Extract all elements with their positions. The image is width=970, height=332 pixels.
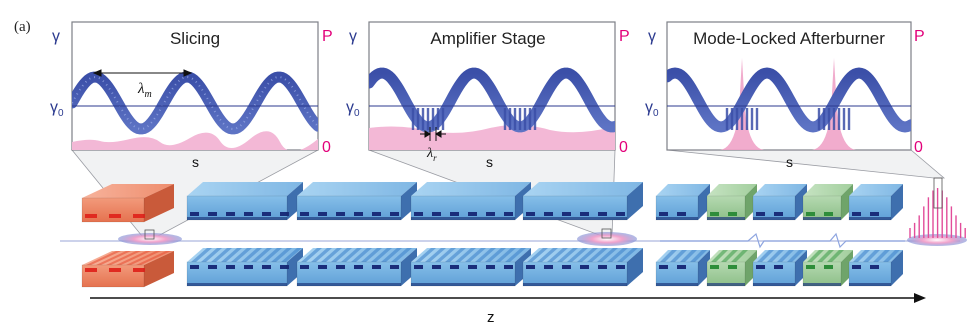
- chicane-block: [706, 184, 757, 221]
- electron-wave-amplifier: [369, 67, 615, 133]
- undulator-block: [186, 182, 303, 221]
- gamma-label-1: γ: [52, 28, 60, 45]
- undulator-block: [186, 248, 303, 287]
- gamma-label-2: γ: [349, 28, 357, 45]
- undulator-block: [296, 248, 417, 287]
- undulator-block: [655, 184, 710, 221]
- power-noise-slicing: [72, 131, 318, 150]
- modulator-block: [81, 184, 174, 223]
- radiation-path: [660, 232, 905, 249]
- electron-bunch-2: [577, 232, 637, 246]
- axis-labels: γ γ0 P 0 s γ γ0 P 0 s γ γ0 P 0 s: [50, 28, 925, 170]
- zoom-funnel-afterburner: [666, 149, 946, 179]
- lambda-r-label: λr: [426, 146, 437, 163]
- lambda-m-arrow: [92, 69, 193, 77]
- zero-label-2: 0: [619, 139, 628, 156]
- undulator-block: [522, 248, 643, 287]
- panel-title-amplifier: Amplifier Stage: [430, 29, 545, 48]
- electron-wave-afterburner: [667, 67, 911, 133]
- panel-title-afterburner: Mode-Locked Afterburner: [693, 29, 885, 48]
- power-label-3: P: [914, 28, 925, 45]
- beamline: [81, 182, 903, 288]
- undulator-block: [410, 248, 531, 287]
- undulator-block: [752, 184, 807, 221]
- panel-slicing: Slicing λm: [71, 21, 319, 151]
- s-label-2: s: [486, 154, 493, 170]
- s-label-3: s: [786, 154, 793, 170]
- bunch-zoom-box-3: [933, 177, 943, 209]
- gamma0-label-3: γ0: [645, 99, 659, 119]
- undulator-block: [752, 250, 807, 287]
- panel-amplifier-stage: Amplifier Stage λr: [368, 21, 616, 163]
- power-label-2: P: [619, 28, 630, 45]
- power-label-1: P: [322, 28, 333, 45]
- undulator-block: [296, 182, 417, 221]
- gamma0-label-2: γ0: [346, 99, 360, 119]
- panel-title-slicing: Slicing: [170, 29, 220, 48]
- bunch-zoom-box-2: [601, 228, 612, 239]
- zero-label-3: 0: [914, 139, 923, 156]
- microbunches-afterburner: [725, 108, 851, 130]
- undulator-block: [655, 250, 710, 287]
- undulator-block: [848, 184, 903, 221]
- bunch-zoom-box-1: [144, 229, 155, 240]
- undulator-block: [410, 182, 531, 221]
- undulator-block: [848, 250, 903, 287]
- chicane-block: [706, 250, 757, 287]
- z-axis: z: [90, 293, 926, 326]
- gamma-label-3: γ: [648, 28, 656, 45]
- chicane-block: [802, 184, 853, 221]
- output-pulse-train: [909, 188, 966, 238]
- lambda-m-label: λm: [137, 81, 152, 100]
- lambda-r-marker: [420, 127, 446, 141]
- z-axis-label: z: [487, 309, 495, 326]
- s-label-1: s: [192, 154, 199, 170]
- modulator-block: [81, 251, 174, 288]
- gamma0-label-1: γ0: [50, 99, 64, 119]
- panel-mode-locked-afterburner: Mode-Locked Afterburner: [666, 21, 912, 151]
- panel-label: (a): [14, 19, 31, 35]
- undulator-block: [522, 182, 643, 221]
- chicane-block: [802, 250, 853, 287]
- zero-label-1: 0: [322, 139, 331, 156]
- microbunches-amplifier: [411, 108, 537, 130]
- electron-wave-slicing: [72, 71, 318, 135]
